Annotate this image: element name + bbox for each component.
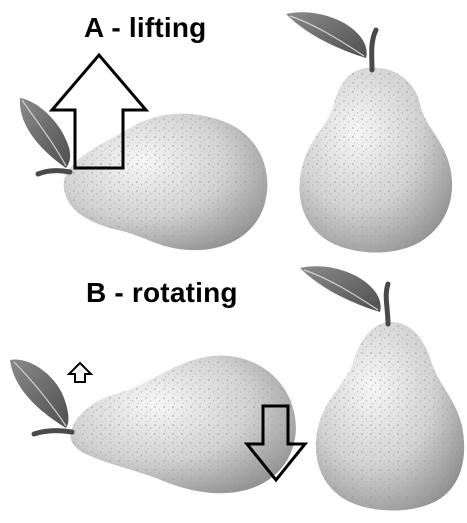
panel-b-right-pear — [300, 266, 464, 510]
stem-icon — [386, 284, 388, 324]
panel-b-label: B - rotating — [86, 277, 238, 309]
stem-icon — [34, 431, 72, 434]
panel-b-left-pear — [10, 356, 296, 494]
panel-a-label: A - lifting — [84, 12, 206, 44]
stem-icon — [38, 171, 70, 174]
stem-icon — [372, 30, 376, 70]
panel-a-right-pear — [286, 12, 452, 252]
arrow-up-icon — [69, 363, 91, 382]
panel-a-left-pear — [20, 98, 267, 250]
